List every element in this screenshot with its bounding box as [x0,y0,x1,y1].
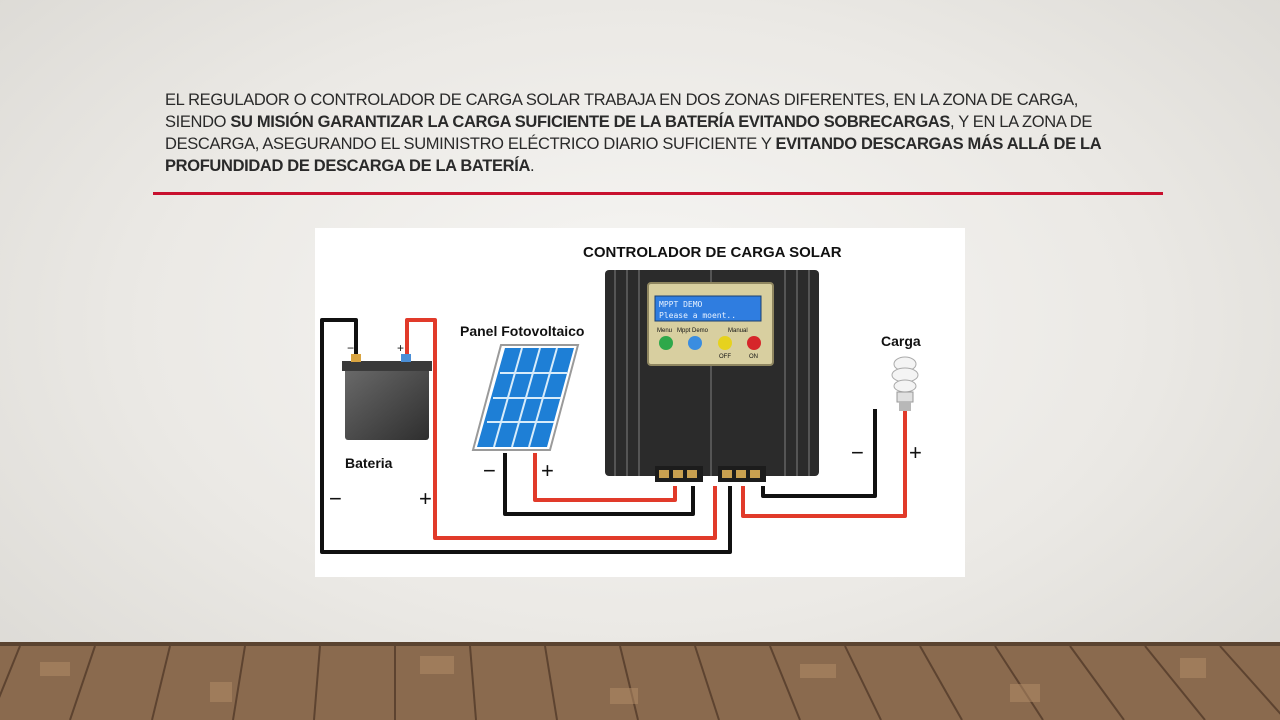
title-part-2: su misión garantizar la carga suficiente… [230,113,951,131]
load-negative-wire [761,409,877,498]
title-part-3: , y en la zona de descarga, asegurando e… [165,113,1093,153]
panel-label: Panel Fotovoltaico [460,323,584,339]
battery-icon: − + [342,341,432,440]
on-button [747,336,761,350]
mppt-button [688,336,702,350]
wooden-floor [0,642,1280,720]
manual-button-label: Manual [728,328,748,334]
panel-positive-wire [533,453,677,502]
light-bulb-icon [891,356,919,411]
battery-plus-sign: + [419,486,432,511]
diagram-svg: − + Bateria − + Panel Fotovoltaico − + C… [320,244,922,554]
battery-positive-wire [405,318,717,540]
battery-negative-wire [320,318,732,554]
title-part-1: El regulador o controlador de carga sola… [165,91,1078,131]
battery-label: Bateria [345,455,393,471]
svg-text:−: − [347,341,354,355]
title-underline [153,192,1163,195]
load-label: Carga [881,333,921,349]
load-positive-wire [741,409,907,518]
floor-svg [0,642,1280,720]
load-minus-sign: − [851,440,864,465]
mppt-button-label: Mppt Demo [677,328,709,334]
positive-wires [405,318,907,540]
off-button [718,336,732,350]
negative-wires [320,318,877,554]
slide-title: El regulador o controlador de carga sola… [165,89,1125,177]
svg-text:+: + [397,341,404,355]
panel-negative-wire [503,453,695,516]
lcd-line-2: Please a moent.. [659,311,736,320]
menu-button-label: Menu [657,328,672,334]
controller-heading: CONTROLADOR DE CARGA SOLAR [583,244,842,261]
charge-controller-icon: MPPT DEMO Please a moent.. Menu Mppt Dem… [605,270,819,482]
solar-panel-icon [471,344,580,451]
panel-minus-sign: − [483,458,496,483]
lcd-line-1: MPPT DEMO [659,300,703,309]
on-button-label: ON [749,354,758,360]
menu-button [659,336,673,350]
wiring-diagram: − + Bateria − + Panel Fotovoltaico − + C… [315,228,965,577]
panel-plus-sign: + [541,458,554,483]
load-plus-sign: + [909,440,922,465]
title-part-5: . [530,157,535,175]
off-button-label: OFF [719,354,731,360]
title-part-4: evitando descargas más allá de la profun… [165,135,1101,175]
battery-minus-sign: − [329,486,342,511]
